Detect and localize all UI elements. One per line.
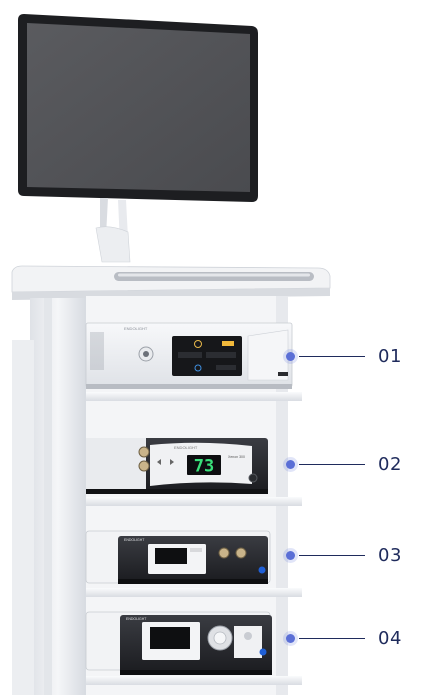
unit-02-model: Xenon 300 bbox=[228, 455, 245, 459]
callout-label: 04 bbox=[378, 628, 402, 649]
callout-02: 02 bbox=[286, 454, 402, 475]
unit-04-brand: ENDOLIGHT bbox=[126, 617, 147, 621]
shelves bbox=[86, 392, 302, 685]
callout-04: 04 bbox=[286, 628, 402, 649]
callout-label: 01 bbox=[378, 346, 402, 367]
callout-03: 03 bbox=[286, 545, 402, 566]
unit-02-display-value: 73 bbox=[194, 457, 214, 477]
callout-dot bbox=[286, 352, 295, 361]
cart-top bbox=[11, 265, 331, 300]
device-unit-02: ENDOLIGHT 73 Xenon 300 bbox=[86, 438, 268, 494]
device-unit-03: ENDOLIGHT bbox=[85, 530, 271, 584]
callout-01: 01 bbox=[286, 346, 402, 367]
cart-pillar-left bbox=[12, 298, 86, 695]
callout-line bbox=[299, 638, 365, 639]
unit-03-brand: ENDOLIGHT bbox=[124, 538, 145, 542]
callout-line bbox=[299, 464, 365, 465]
callout-label: 02 bbox=[378, 454, 402, 475]
unit-02-brand: ENDOLIGHT bbox=[174, 445, 198, 450]
monitor bbox=[18, 14, 258, 263]
unit-01-brand: ENDOLIGHT bbox=[124, 326, 148, 331]
callout-line bbox=[299, 356, 365, 357]
device-unit-01: ENDOLIGHT bbox=[85, 322, 293, 389]
callout-line bbox=[299, 555, 365, 556]
unit-02-display bbox=[187, 455, 221, 475]
monitor-screen bbox=[27, 23, 250, 192]
callout-dot bbox=[286, 551, 295, 560]
callout-dot bbox=[286, 460, 295, 469]
device-unit-04: ENDOLIGHT bbox=[85, 611, 272, 675]
callout-label: 03 bbox=[378, 545, 402, 566]
callout-dot bbox=[286, 634, 295, 643]
